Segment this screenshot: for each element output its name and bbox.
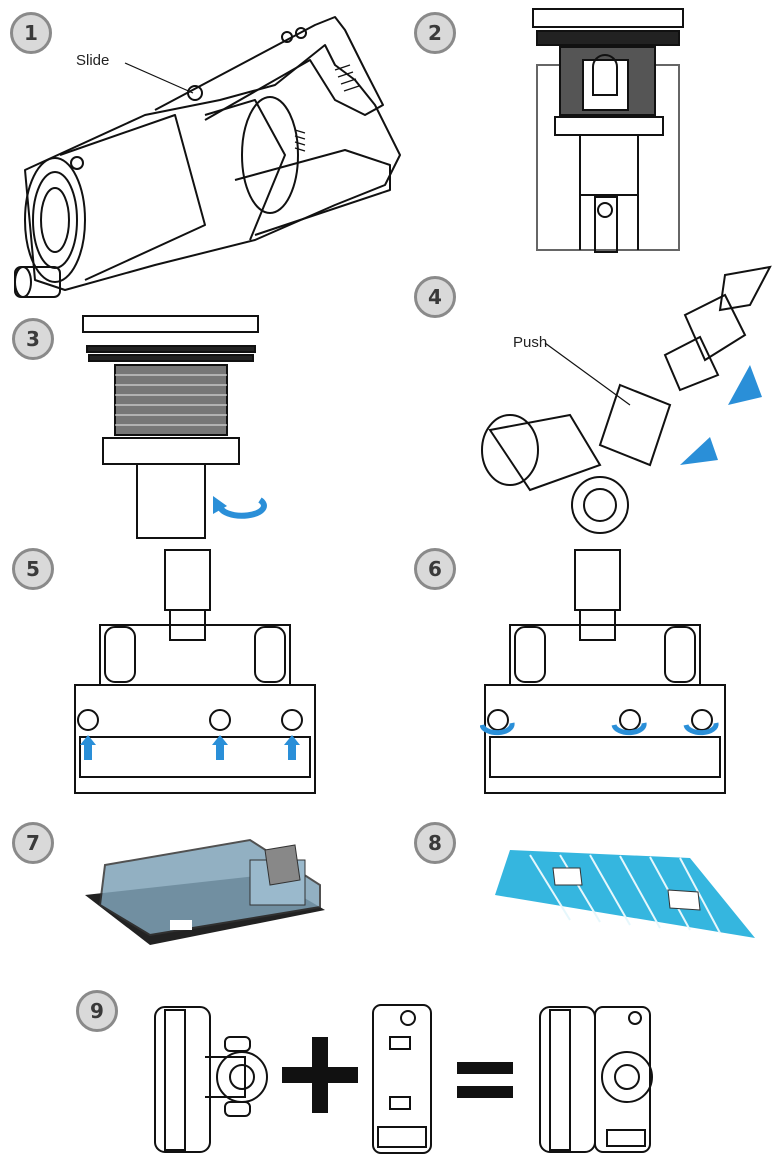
floor-head-illustration [470,265,775,535]
step-9-badge: 9 [76,990,118,1032]
mop-pad-illustration [490,840,760,950]
down-arrow-icon [680,437,718,465]
brushroll-assembly-step6 [480,545,730,795]
step-5-badge: 5 [12,548,54,590]
dust-bin-illustration [525,5,705,260]
vacuum-body-illustration [5,5,405,310]
plus-icon [280,1035,360,1115]
step-2-badge: 2 [414,12,456,54]
assembly-tank-plate [370,1002,435,1157]
step-8-badge: 8 [414,822,456,864]
assembly-result [535,1002,660,1157]
up-arrow-icon [728,365,762,405]
equals-icon [455,1060,515,1100]
filter-illustration [75,310,275,540]
assembly-floor-head [150,1002,275,1157]
brushroll-assembly-step5 [70,545,320,795]
water-tank-illustration [80,825,330,960]
push-label: Push [513,334,548,351]
step-1-badge: 1 [10,12,52,54]
step-7-badge: 7 [12,822,54,864]
step-4-badge: 4 [414,276,456,318]
step-6-badge: 6 [414,548,456,590]
step-3-badge: 3 [12,318,54,360]
slide-label: Slide [76,52,110,69]
rotate-arrow-icon [216,497,267,519]
